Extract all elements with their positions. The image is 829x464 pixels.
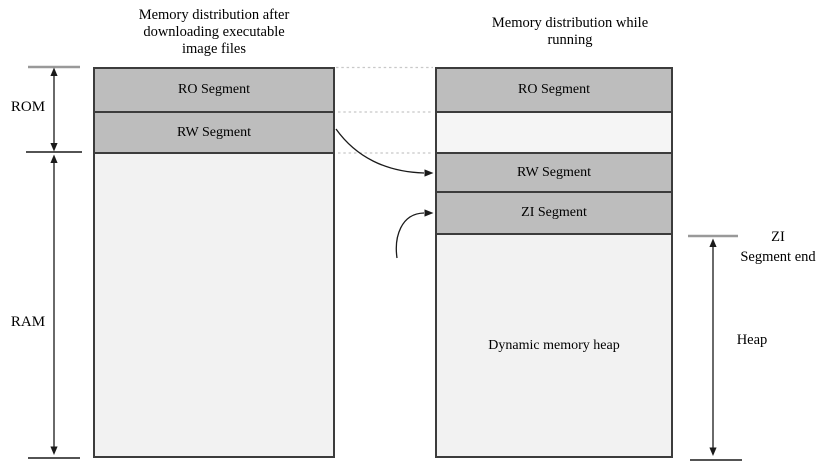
heap-arrowhead-down-icon <box>709 447 717 456</box>
rom-arrowhead-down-icon <box>50 143 58 152</box>
segment-rw-running: RW Segment <box>437 154 671 193</box>
zi-creation-arrowhead-icon <box>424 209 434 217</box>
segment-rw-running-label: RW Segment <box>516 164 592 180</box>
right-column-title: Memory distribution while running <box>491 15 649 48</box>
rw-relocation-arrowhead-icon <box>424 169 434 177</box>
segment-rw-download-label: RW Segment <box>176 124 252 140</box>
rw-relocation-arrow <box>335 128 425 174</box>
left-column-title: Memory distribution after downloading ex… <box>138 7 290 57</box>
segment-ro-running: RO Segment <box>437 69 671 113</box>
zi-segment-end-label: ZI Segment end <box>740 229 816 265</box>
segment-dynamic-heap-label: Dynamic memory heap <box>488 337 620 353</box>
segment-ro-download: RO Segment <box>95 69 333 113</box>
memory-box-running: RO Segment RW Segment ZI Segment Dynamic… <box>435 67 673 458</box>
heap-label: Heap <box>736 332 768 348</box>
zi-creation-arrow <box>395 212 425 259</box>
segment-gap-running <box>437 113 671 154</box>
rom-arrowhead-up-icon <box>50 67 58 76</box>
segment-rw-download: RW Segment <box>95 113 333 154</box>
ram-label: RAM <box>10 314 46 330</box>
rom-label: ROM <box>10 99 46 115</box>
segment-ro-running-label: RO Segment <box>518 82 590 97</box>
segment-unused-ram <box>95 154 333 456</box>
ram-arrowhead-down-icon <box>50 446 58 455</box>
segment-dynamic-heap: Dynamic memory heap <box>437 235 671 456</box>
segment-zi-running-label: ZI Segment <box>521 205 587 220</box>
segment-ro-download-label: RO Segment <box>178 82 250 97</box>
memory-box-after-download: RO Segment RW Segment <box>93 67 335 458</box>
segment-zi-running: ZI Segment <box>437 193 671 235</box>
ram-arrowhead-up-icon <box>50 154 58 163</box>
